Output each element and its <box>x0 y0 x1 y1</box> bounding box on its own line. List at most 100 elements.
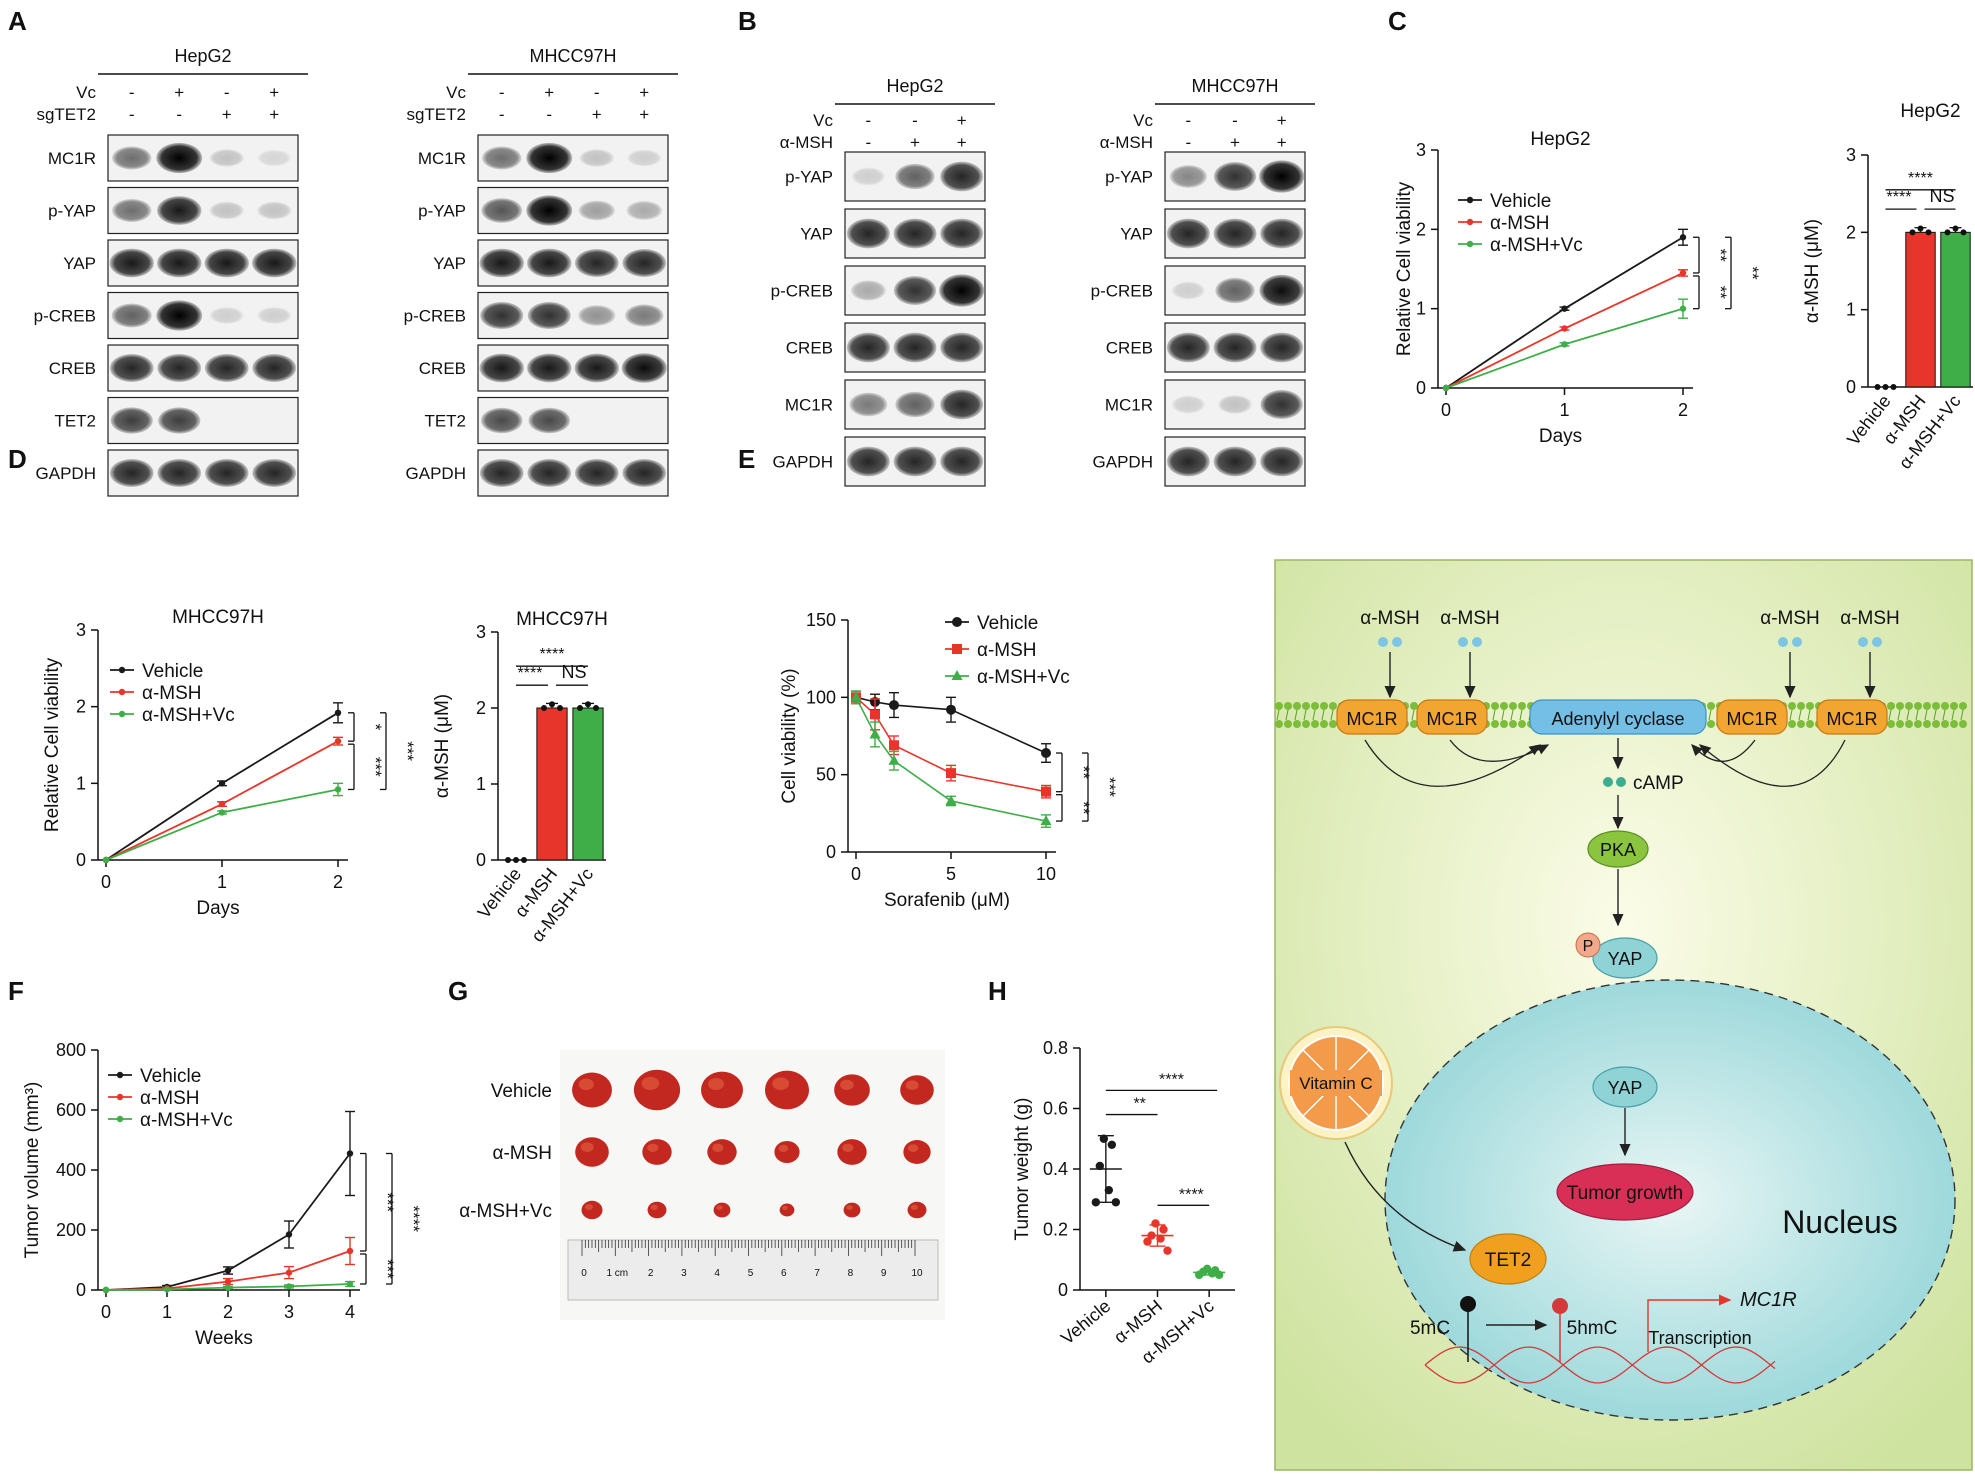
y-axis-label: Tumor volume (mm³) <box>22 1082 43 1259</box>
data-point <box>870 709 880 720</box>
a-blot-mhcc97h: MHCC97HVc-+-+sgTET2--++MC1Rp-YAPYAPp-CRE… <box>404 46 678 497</box>
panel-letter-c: C <box>1388 6 1407 36</box>
data-point <box>577 705 583 711</box>
band-label: GAPDH <box>406 464 466 483</box>
significance-label: ** <box>1133 1096 1145 1113</box>
legend-marker <box>118 666 126 674</box>
band <box>526 142 573 174</box>
data-point <box>946 704 956 715</box>
band <box>1213 446 1257 477</box>
tumor-highlight <box>641 1076 660 1090</box>
legend-marker <box>951 670 963 680</box>
data-point <box>888 754 900 765</box>
y-tick-label: 2 <box>1416 219 1426 239</box>
tumor-growth-node <box>1556 1163 1694 1221</box>
x-tick-label: 5 <box>946 864 956 884</box>
ruler-label: 2 <box>648 1268 654 1279</box>
tumor <box>907 1201 927 1219</box>
band <box>574 249 619 277</box>
data-point <box>1561 305 1568 312</box>
legend-label: α-MSH <box>1490 213 1550 234</box>
membrane-lipid <box>1941 720 1949 728</box>
ligand-dot <box>1472 637 1482 647</box>
membrane-lipid <box>1329 720 1337 728</box>
membrane-lipid <box>1320 720 1328 728</box>
camp-dot <box>1616 777 1626 787</box>
membrane-lipid <box>1896 720 1904 728</box>
treatment-label: Vc <box>813 111 833 130</box>
y-axis-label: Tumor weight (g) <box>1012 1098 1033 1241</box>
lane-sign: - <box>1232 111 1238 130</box>
membrane-tail <box>1411 709 1415 721</box>
lane-sign: - <box>499 83 505 102</box>
data-point <box>1917 225 1924 232</box>
tumor-row-label: Vehicle <box>491 1081 552 1102</box>
band <box>111 303 152 328</box>
pka-label: PKA <box>1600 840 1636 860</box>
band <box>527 459 572 487</box>
membrane-lipid <box>1923 702 1931 710</box>
membrane-tail <box>1294 709 1298 721</box>
nuclear-yap-node <box>1592 1066 1658 1108</box>
y-tick-label: 400 <box>56 1160 86 1180</box>
ruler-label: 9 <box>881 1268 887 1279</box>
membrane-lipid <box>1293 720 1301 728</box>
band <box>574 353 620 383</box>
data-point <box>1679 234 1687 241</box>
tumor-highlight <box>772 1077 790 1090</box>
receptor-label: MC1R <box>1726 709 1777 729</box>
band <box>480 301 524 330</box>
tumor <box>764 1070 810 1110</box>
data-point <box>1561 325 1568 332</box>
lane-sign: - <box>176 105 182 124</box>
data-point <box>889 740 899 751</box>
y-tick-label: 3 <box>1416 140 1426 160</box>
band <box>940 161 984 192</box>
membrane-tail <box>1708 709 1712 721</box>
membrane-lipid <box>1311 720 1319 728</box>
dna-strand <box>1424 1346 1776 1384</box>
y-tick-label: 200 <box>56 1220 86 1240</box>
band-label: p-CREB <box>1091 282 1153 301</box>
membrane-lipid <box>1887 702 1895 710</box>
band <box>1166 218 1210 249</box>
ligand-label: α-MSH <box>1440 608 1500 629</box>
gene-label: MC1R <box>1740 1289 1797 1311</box>
tumor-highlight <box>778 1144 789 1152</box>
significance-label: **** <box>404 1206 423 1233</box>
band-label: YAP <box>800 225 833 244</box>
significance-label: **** <box>1908 170 1933 187</box>
membrane-lipid <box>1509 702 1517 710</box>
receptor-mc1r <box>1716 699 1788 735</box>
membrane-lipid <box>1914 720 1922 728</box>
band <box>156 248 202 278</box>
y-tick-label: 0.2 <box>1043 1220 1068 1240</box>
camp-label: cAMP <box>1633 773 1684 794</box>
legend-marker <box>1466 240 1474 248</box>
membrane-lipid <box>1284 702 1292 710</box>
membrane-lipid <box>1284 720 1292 728</box>
band-label: YAP <box>1120 225 1153 244</box>
band <box>209 307 244 324</box>
membrane-lipid <box>1788 720 1796 728</box>
data-point <box>1561 341 1568 348</box>
ligand-label: α-MSH <box>1760 608 1820 629</box>
treatment-label: α-MSH <box>1100 133 1153 152</box>
x-category-label: Vehicle <box>1057 1296 1114 1349</box>
membrane-tail <box>1960 709 1964 721</box>
y-axis-label: Relative Cell viability <box>42 657 63 832</box>
legend-label: α-MSH <box>142 683 202 704</box>
data-point <box>1091 1198 1101 1207</box>
series-line <box>105 740 339 861</box>
label-5hmc: 5hmC <box>1567 1318 1618 1339</box>
ruler-label: 1 cm <box>606 1268 628 1279</box>
band <box>209 149 244 167</box>
legend-marker <box>952 644 962 654</box>
legend-label: α-MSH+Vc <box>1490 235 1583 256</box>
data-point <box>102 1286 110 1294</box>
x-tick-label: 0 <box>1441 400 1451 420</box>
band <box>526 353 572 383</box>
